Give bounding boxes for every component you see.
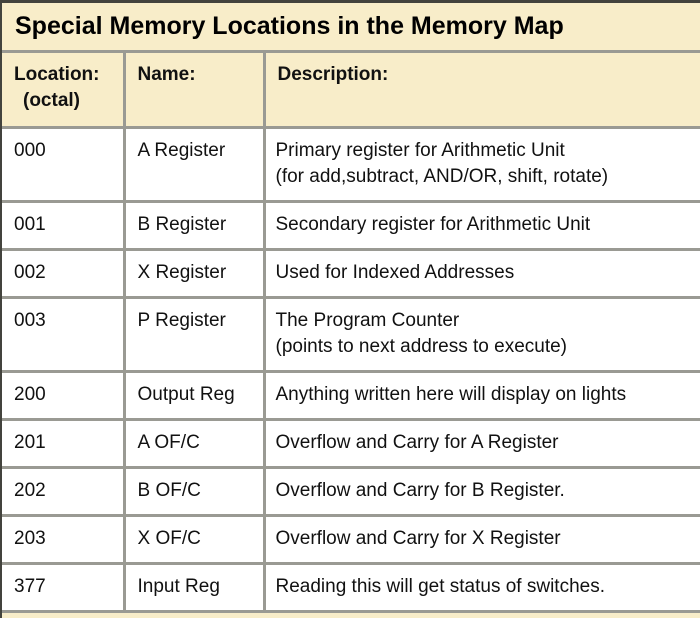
header-row: Location: (octal) Name: Description:	[2, 53, 700, 129]
cell-description: Anything written here will display on li…	[262, 369, 700, 421]
cell-description: Secondary register for Arithmetic Unit	[262, 199, 700, 251]
cell-location: 000	[2, 125, 126, 203]
column-header-name: Name:	[122, 53, 266, 129]
cell-location: 002	[2, 247, 126, 299]
cell-location: 200	[2, 369, 126, 421]
cell-description: Used for Indexed Addresses	[262, 247, 700, 299]
cell-description: Primary register for Arithmetic Unit (fo…	[262, 125, 700, 203]
cell-description: Overflow and Carry for B Register.	[262, 465, 700, 517]
cell-name: P Register	[122, 295, 266, 373]
cell-name: X OF/C	[122, 513, 266, 565]
memory-map-table: Location: (octal) Name: Description: 000…	[2, 53, 700, 613]
cell-name: B Register	[122, 199, 266, 251]
column-header-description: Description:	[262, 53, 700, 129]
table-header: Location: (octal) Name: Description:	[2, 53, 700, 129]
column-header-location-sub: (octal)	[23, 90, 80, 111]
page-title: Special Memory Locations in the Memory M…	[2, 3, 700, 53]
cell-location: 003	[2, 295, 126, 373]
cell-description: The Program Counter (points to next addr…	[262, 295, 700, 373]
cell-description: Overflow and Carry for A Register	[262, 417, 700, 469]
column-header-location: Location: (octal)	[2, 53, 126, 129]
cell-description: Reading this will get status of switches…	[262, 561, 700, 613]
column-header-description-label: Description:	[277, 64, 389, 85]
cell-name: Input Reg	[122, 561, 266, 613]
cell-location: 001	[2, 199, 126, 251]
cell-location: 203	[2, 513, 126, 565]
cell-name: Output Reg	[122, 369, 266, 421]
cell-location: 202	[2, 465, 126, 517]
cell-name: X Register	[122, 247, 266, 299]
column-header-location-label: Location:	[14, 64, 100, 85]
cell-name: B OF/C	[122, 465, 266, 517]
cell-name: A Register	[122, 125, 266, 203]
cell-description: Overflow and Carry for X Register	[262, 513, 700, 565]
column-header-name-label: Name:	[137, 64, 196, 85]
cell-location: 201	[2, 417, 126, 469]
cell-location: 377	[2, 561, 126, 613]
cell-name: A OF/C	[122, 417, 266, 469]
